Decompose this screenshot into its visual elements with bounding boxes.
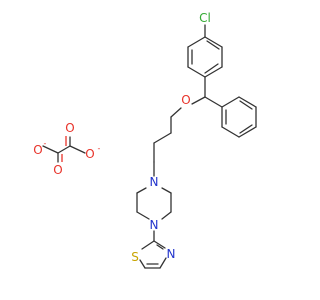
bond: [42, 145, 59, 154]
bond: [136, 211, 150, 220]
oxalate-o-left-label: O: [33, 143, 42, 157]
bond: [239, 124, 253, 134]
atom-labels: Cl O N N S N O O O O - -: [33, 11, 211, 264]
charge-left-label: -: [44, 139, 47, 148]
bond: [153, 240, 166, 249]
bond: [153, 132, 172, 144]
bond: [191, 96, 206, 105]
oxalate-o-top-label: O: [65, 121, 74, 135]
bond: [187, 36, 206, 48]
piperazine-n-top-label: N: [150, 175, 159, 189]
bond: [156, 244, 164, 250]
bond: [204, 96, 223, 108]
bond: [204, 66, 223, 78]
piperazine-n-bottom-label: N: [150, 218, 159, 232]
bond: [161, 187, 172, 194]
bond: [206, 40, 220, 50]
bond: [170, 107, 182, 118]
bond: [238, 96, 257, 108]
molecule-canvas: Cl O N N S N O O O O - -: [33, 11, 257, 269]
ether-oxygen-label: O: [181, 93, 190, 107]
bond: [159, 257, 167, 269]
bond: [69, 145, 86, 154]
bond: [239, 100, 253, 110]
double-bonds-color: [61, 136, 67, 162]
bond: [161, 211, 172, 220]
structure-drawing: Cl O N N S N O O O O - -: [33, 11, 257, 269]
chlorine-label: Cl: [199, 11, 211, 25]
bond: [204, 36, 223, 48]
bond: [187, 66, 206, 78]
bond: [57, 145, 71, 154]
thiazole-n-label: N: [167, 247, 176, 261]
thiazole-s-label: S: [131, 250, 139, 264]
oxalate-o-right-label: O: [85, 147, 94, 161]
bond: [221, 96, 240, 108]
charge-right-label: -: [98, 144, 101, 153]
oxalate-o-bottom-label: O: [53, 163, 62, 177]
bond-lines: [42, 24, 257, 269]
bond: [139, 259, 146, 269]
bond: [221, 126, 240, 138]
bond: [136, 187, 147, 194]
bond: [204, 63, 219, 74]
bond: [141, 240, 155, 250]
bond: [238, 126, 257, 138]
